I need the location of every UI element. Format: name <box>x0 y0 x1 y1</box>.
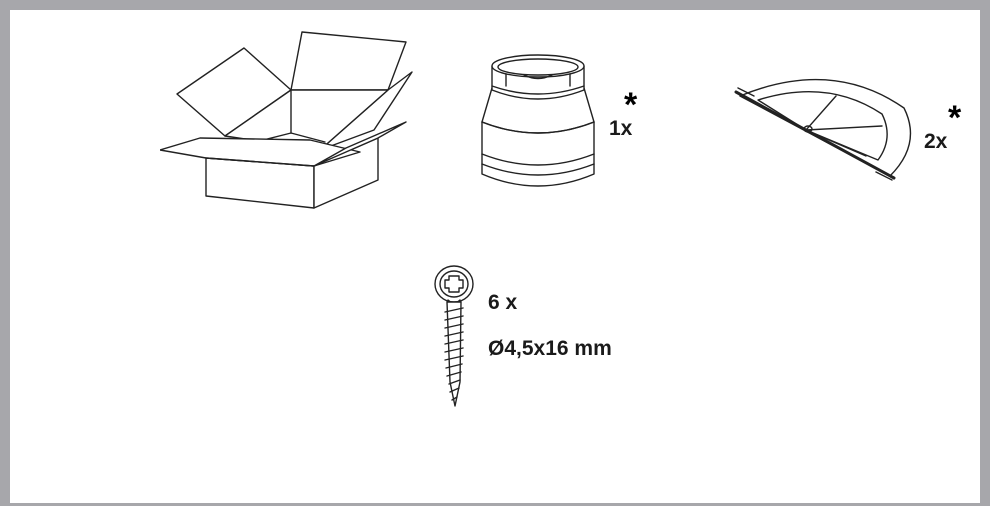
screw-quantity: 6 x <box>488 291 518 314</box>
backflow-flap-icon <box>732 74 922 186</box>
flap-quantity: 2x <box>924 130 948 153</box>
duct-reducer-icon <box>478 52 598 192</box>
screw-size: Ø4,5x16 mm <box>488 337 612 360</box>
screw-icon <box>432 262 478 412</box>
flap-asterisk: * <box>948 99 962 137</box>
reducer-asterisk: * <box>624 86 638 124</box>
reducer-quantity: 1x <box>609 117 633 140</box>
open-box-icon <box>160 30 420 215</box>
